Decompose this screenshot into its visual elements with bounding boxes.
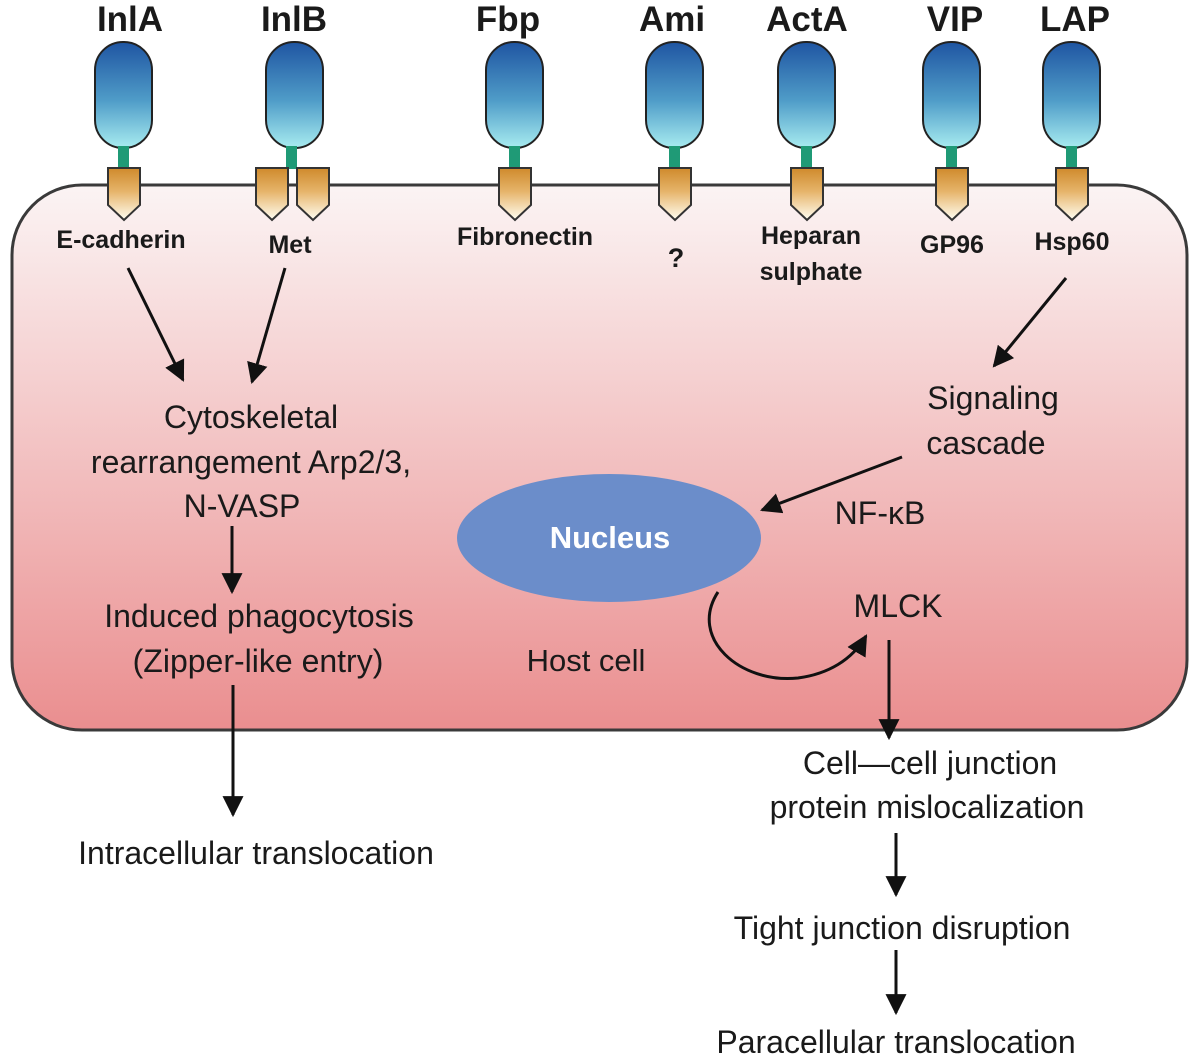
arrow-hsp60-to-signaling — [992, 277, 1068, 368]
protein-label-vip: VIP — [926, 0, 984, 39]
protein-label-acta: ActA — [766, 0, 848, 39]
protein-label-inlb: InlB — [260, 0, 328, 39]
receptor-hsp60 — [1055, 167, 1089, 222]
protein-label-lap: LAP — [1040, 0, 1110, 39]
receptor-heparan-sulphate — [790, 167, 824, 222]
protein-label-ami: Ami — [638, 0, 706, 39]
protein-inlb — [265, 41, 324, 169]
protein-vip — [922, 41, 981, 169]
cytoskeletal-line3: N-VASP — [183, 488, 301, 524]
protein-acta — [777, 41, 836, 169]
host-cell-label: Host cell — [526, 643, 646, 678]
protein-label-inla: InlA — [96, 0, 164, 39]
junction-line1: Cell—cell junction — [802, 745, 1058, 781]
signaling-line1: Signaling — [927, 380, 1059, 416]
junction-line2: protein mislocalization — [769, 789, 1085, 825]
arrow-nucleus-to-mlck — [707, 591, 868, 681]
protein-fbp — [485, 41, 544, 169]
host-cell-membrane — [10, 183, 1189, 732]
protein-lap — [1042, 41, 1101, 169]
cytoskeletal-line1: Cytoskeletal — [163, 399, 339, 435]
nfkb-label: NF-κB — [834, 495, 926, 531]
receptor-label-e-cadherin: E-cadherin — [56, 226, 186, 254]
signaling-line2: cascade — [926, 425, 1046, 461]
receptor-label-heparan: Heparan — [760, 222, 862, 250]
receptor-met-left — [255, 167, 289, 222]
paracellular-translocation: Paracellular translocation — [716, 1024, 1076, 1060]
receptor-unknown — [658, 167, 692, 222]
receptor-e-cadherin — [107, 167, 141, 222]
receptor-label-hsp60: Hsp60 — [1034, 228, 1110, 256]
receptor-met-right — [296, 167, 330, 222]
arrow-ecadherin-to-cytoskeletal — [126, 267, 185, 382]
arrow-met-to-cytoskeletal — [247, 267, 287, 385]
protein-inla — [94, 41, 153, 169]
receptor-label-gp96: GP96 — [920, 231, 984, 259]
mlck-label: MLCK — [853, 588, 943, 624]
tight-junction-disruption: Tight junction disruption — [733, 910, 1071, 946]
protein-ami — [645, 41, 704, 169]
arrow-signaling-to-nucleus — [760, 455, 903, 514]
receptor-fibronectin — [498, 167, 532, 222]
cytoskeletal-line2: rearrangement Arp2/3, — [90, 444, 412, 480]
protein-label-fbp: Fbp — [475, 0, 541, 39]
phagocytosis-line2: (Zipper-like entry) — [132, 643, 384, 679]
nucleus-label: Nucleus — [549, 520, 671, 555]
receptor-label-met: Met — [268, 231, 312, 259]
receptor-label-sulphate: sulphate — [759, 258, 863, 286]
phagocytosis-line1: Induced phagocytosis — [104, 598, 414, 634]
receptor-gp96 — [935, 167, 969, 222]
nucleus — [457, 474, 761, 602]
receptor-label-fibronectin: Fibronectin — [456, 223, 594, 251]
receptor-label-unknown: ? — [667, 243, 685, 273]
intracellular-translocation: Intracellular translocation — [78, 835, 434, 871]
